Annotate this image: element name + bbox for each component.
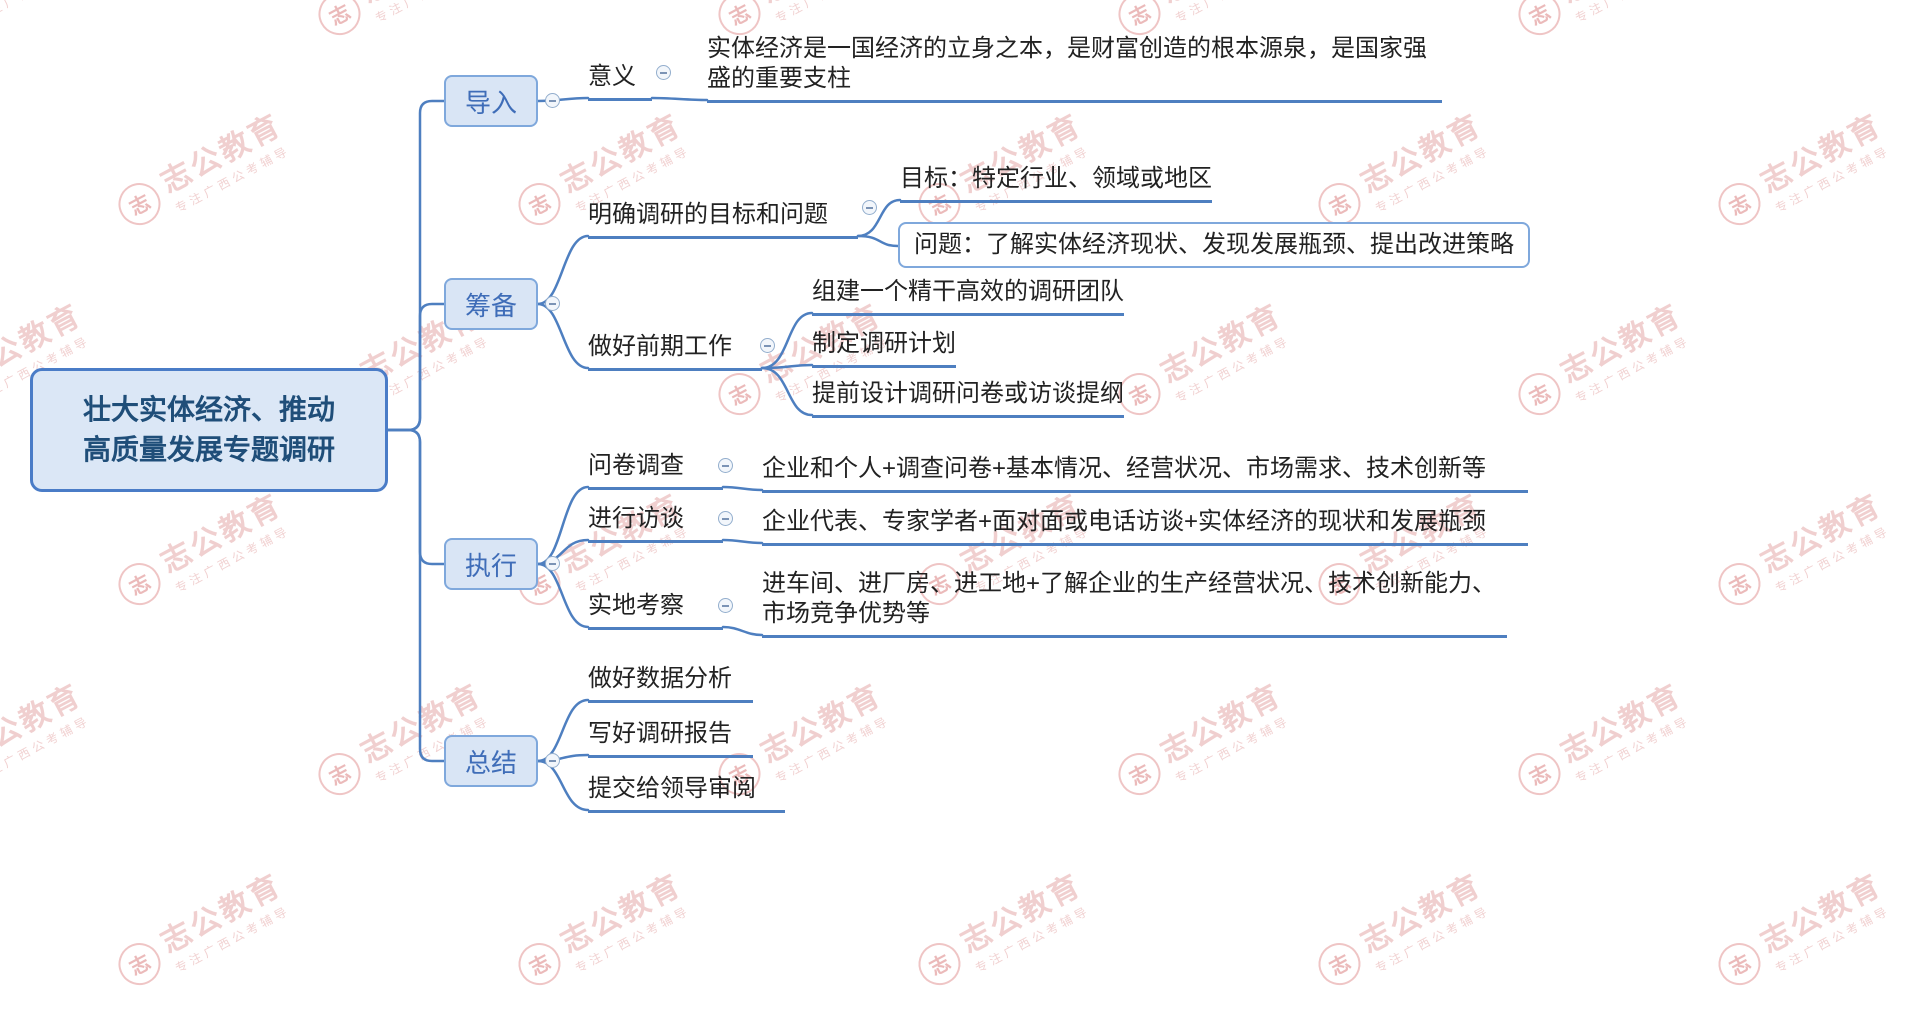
- node-qianqi[interactable]: 做好前期工作: [588, 332, 762, 371]
- node-shidi-detail[interactable]: 进车间、进厂房、进工地+了解企业的生产经营状况、技术创新能力、市场竞争优势等: [762, 569, 1507, 638]
- node-fangtan-detail[interactable]: 企业代表、专家学者+面对面或电话访谈+实体经济的现状和发展瓶颈: [762, 507, 1528, 546]
- collapse-icon[interactable]: [718, 511, 733, 526]
- connector-yiyi-detail: [650, 96, 709, 102]
- node-tiqian[interactable]: 提前设计调研问卷或访谈提纲: [812, 379, 1124, 418]
- connector-qianqi-tiqian: [760, 366, 814, 417]
- node-yiyi[interactable]: 意义: [588, 62, 652, 101]
- collapse-icon[interactable]: [718, 598, 733, 613]
- connector-zongjie-tijiao: [536, 759, 590, 812]
- connector-root-choubei: [386, 302, 446, 432]
- node-mubiao[interactable]: 目标：特定行业、领域或地区: [900, 164, 1212, 203]
- branch-choubei[interactable]: 筹备: [444, 278, 538, 330]
- collapse-icon[interactable]: [545, 556, 560, 571]
- node-baogao[interactable]: 写好调研报告: [588, 719, 753, 758]
- collapse-icon[interactable]: [545, 93, 560, 108]
- branch-zhixing[interactable]: 执行: [444, 538, 538, 590]
- node-mingque[interactable]: 明确调研的目标和问题: [588, 200, 858, 239]
- collapse-icon[interactable]: [718, 458, 733, 473]
- branch-daoru[interactable]: 导入: [444, 75, 538, 127]
- node-wenti[interactable]: 问题：了解实体经济现状、发现发展瓶颈、提出改进策略: [898, 222, 1530, 268]
- root-node[interactable]: 壮大实体经济、推动 高质量发展专题调研: [30, 368, 388, 492]
- node-shuju[interactable]: 做好数据分析: [588, 664, 753, 703]
- connector-root-zongjie: [386, 428, 446, 763]
- collapse-icon[interactable]: [545, 296, 560, 311]
- connector-shidi-detail: [721, 625, 764, 637]
- collapse-icon[interactable]: [656, 65, 671, 80]
- connector-mingque-mubiao: [856, 198, 902, 238]
- connector-daoru-yiyi: [536, 96, 590, 103]
- node-wenjuan-detail[interactable]: 企业和个人+调查问卷+基本情况、经营状况、市场需求、技术创新等: [762, 454, 1528, 493]
- connector-root-zhixing: [386, 428, 446, 566]
- branch-zongjie[interactable]: 总结: [444, 735, 538, 787]
- collapse-icon[interactable]: [760, 338, 775, 353]
- collapse-icon[interactable]: [862, 200, 877, 215]
- connector-mingque-wenti: [856, 234, 900, 248]
- connector-fangtan-detail: [721, 538, 764, 545]
- connector-zhixing-shidi: [536, 562, 590, 629]
- connector-zhixing-fangtan: [536, 538, 590, 566]
- connector-root-daoru: [386, 99, 446, 432]
- node-zujian[interactable]: 组建一个精干高效的调研团队: [812, 277, 1124, 316]
- collapse-icon[interactable]: [545, 753, 560, 768]
- node-fangtan[interactable]: 进行访谈: [588, 504, 723, 543]
- node-wenjuan[interactable]: 问卷调查: [588, 451, 723, 490]
- node-zhiding[interactable]: 制定调研计划: [812, 329, 956, 368]
- connector-zongjie-shuju: [536, 698, 590, 763]
- connector-choubei-mingque: [536, 234, 590, 306]
- node-shidi[interactable]: 实地考察: [588, 591, 723, 630]
- connector-qianqi-zujian: [760, 311, 814, 370]
- connector-wenjuan-detail: [721, 485, 764, 492]
- connector-choubei-qianqi: [536, 302, 590, 370]
- node-yiyi-detail[interactable]: 实体经济是一国经济的立身之本，是财富创造的根本源泉，是国家强盛的重要支柱: [707, 34, 1442, 103]
- root-title-line2: 高质量发展专题调研: [82, 434, 335, 465]
- root-title-line1: 壮大实体经济、推动: [82, 394, 335, 425]
- node-tijiao[interactable]: 提交给领导审阅: [588, 774, 785, 813]
